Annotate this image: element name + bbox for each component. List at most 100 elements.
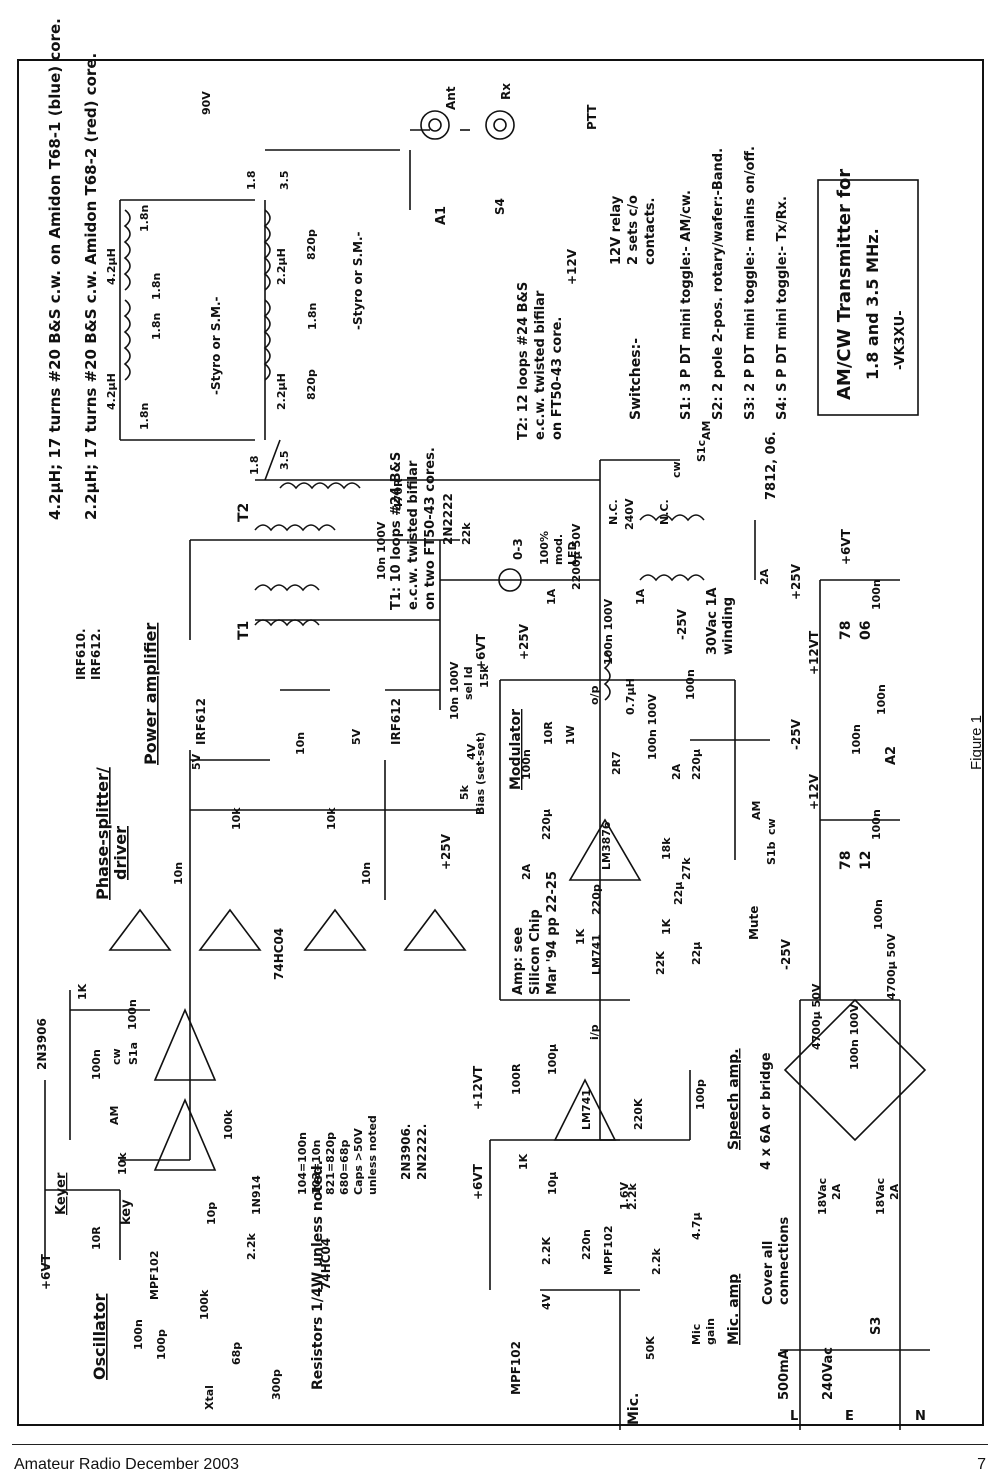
s1c-label: S1c: [695, 440, 708, 462]
q2-label: IRF612: [389, 698, 403, 745]
component-value: 18k: [660, 837, 673, 860]
rail-label: +12V: [565, 248, 579, 285]
component-value: 100k: [198, 1289, 211, 1320]
ptt-label: PTT: [585, 104, 599, 130]
switch-item: S1: 3 P DT mini toggle:- AM/cw.: [679, 190, 694, 420]
schematic-frame: [17, 59, 984, 1426]
t2-note: on FT50-43 core.: [550, 317, 565, 440]
component-value: 100n: [875, 684, 888, 715]
component-value: 22μ: [672, 882, 685, 905]
component-value: 2.2μH: [275, 248, 288, 285]
lm3876-label: LM3876: [600, 821, 613, 870]
component-value: 2.2k: [626, 1183, 639, 1210]
xtal-label: Xtal: [203, 1385, 216, 1410]
component-value: 2.2μH: [275, 373, 288, 410]
t1-note: T1: 10 loops #24 B&S: [389, 452, 404, 610]
cap-code: 821=820p: [324, 1132, 337, 1195]
section-labels: Oscillator Phase-splitter/ driver Power …: [90, 623, 742, 1380]
rail-label: +25V: [439, 833, 453, 870]
footer-rule: [12, 1444, 988, 1445]
relay-line: 12V relay: [609, 195, 624, 265]
component-value: 1.6V: [618, 1182, 631, 1210]
mic-gain-label: gain: [704, 1318, 717, 1345]
component-value: 4V: [465, 743, 478, 760]
component-value: 820p: [305, 369, 318, 400]
amp-note-line: Silicon Chip: [528, 909, 543, 995]
t2-label: T2: [236, 503, 252, 522]
phase-splitter-label: Phase-splitter/: [93, 767, 112, 900]
component-value: 4.2μH: [105, 373, 118, 410]
a2-label: A2: [884, 746, 899, 765]
component-value: 1K: [517, 1153, 530, 1170]
component-value: 10k: [116, 1152, 129, 1175]
rail-label: 90V: [200, 91, 213, 115]
rail-label: -25V: [675, 608, 689, 640]
title-box: AM/CW Transmitter for 1.8 and 3.5 MHz. -…: [834, 169, 908, 400]
relay-line: 2 sets c/o: [626, 195, 641, 265]
t1-label: T1: [236, 621, 252, 640]
amp-note-line: Amp: see: [511, 927, 526, 995]
component-value: 100μ: [546, 1044, 559, 1075]
coil-note-1: 4.2μH; 17 turns #20 B&S c.w. on Amidon T…: [46, 18, 64, 520]
amp-note: Amp: see Silicon Chip Mar '94 pp 22-25: [511, 871, 560, 995]
component-value: 100n: [132, 1319, 145, 1350]
secondary-note: 30Vac 1A: [705, 587, 720, 655]
secondary-18v: 2A: [888, 1183, 901, 1200]
styro-label-2: -Styro or S.M.-: [351, 231, 365, 330]
component-value: 470R: [392, 478, 405, 510]
lm741-a: LM741: [580, 1089, 593, 1130]
component-value: o/p: [588, 685, 601, 705]
styro-label: -Styro or S.M.-: [209, 296, 223, 395]
component-value: 10n: [294, 732, 307, 755]
component-value: 68p: [230, 1342, 243, 1365]
s1b-label: AM: [750, 801, 763, 820]
component-value: 10k: [325, 807, 338, 830]
component-value: 100n: [850, 724, 863, 755]
wiring: [44, 110, 930, 1430]
component-value: 1.8n: [138, 403, 151, 430]
s1a-label: S1a: [127, 1042, 140, 1065]
component-value: 100n 100V: [646, 693, 659, 760]
component-value: 22K: [654, 951, 667, 975]
s1c-label: AM: [700, 421, 713, 440]
component-value: 300p: [270, 1369, 283, 1400]
component-value: 22μ: [690, 942, 703, 965]
secondary-18v: 2A: [830, 1183, 843, 1200]
s1a-label: AM: [108, 1106, 121, 1125]
xfmr-240-label: N.C.: [607, 499, 620, 525]
coil-note-2: 2.2μH; 17 turns #20 B&S c.w. Amidon T68-…: [82, 53, 100, 520]
power-amp-label: Power amplifier: [141, 623, 160, 765]
component-value: 4.2μH: [105, 248, 118, 285]
page-footer: Amateur Radio December 2003 7: [0, 1440, 1000, 1480]
component-value: 1.8: [248, 456, 261, 476]
rail-label: -25V: [789, 718, 803, 750]
rail-label: +25V: [517, 623, 531, 660]
transformer-notes: T1: 10 loops #24 B&S e.c.w. twisted bifi…: [389, 282, 565, 610]
relay-line: contacts.: [643, 198, 658, 265]
s1c-label: cw: [670, 461, 683, 478]
rail-labels: +6VT +6VT +12VT +12V +12V +12VT +25V +25…: [39, 91, 853, 1290]
component-value: i/p: [588, 1024, 601, 1040]
component-value: 1.8: [245, 171, 258, 191]
component-value: 1.8n: [306, 303, 319, 330]
mic-amp-label: Mic. amp: [726, 1274, 742, 1345]
component-value: 1K: [574, 928, 587, 945]
oscillator-values: 10R 100n 100k 100p 68p 300p 2.2k 10p 100…: [76, 983, 283, 1400]
t2-note: e.c.w. twisted bifilar: [533, 290, 548, 440]
component-value: 10n 100V: [448, 661, 461, 720]
transistor-type: 2N3906.: [399, 1124, 413, 1180]
component-value: 10k: [230, 807, 243, 830]
t2-note: T2: 12 loops #24 B&S: [516, 282, 531, 440]
mic-gain-label: Mic: [690, 1324, 703, 1345]
fuse-label: 500mA: [777, 1349, 792, 1400]
rail-label: +25V: [789, 563, 803, 600]
mains-e: E: [845, 1409, 854, 1424]
s1b-label: cw: [765, 818, 778, 835]
regulator-types: 7812, 06.: [764, 431, 779, 500]
rail-label: +6VT: [474, 633, 488, 670]
switch-item: S4: S P DT mini toggle:- Tx/Rx.: [775, 196, 790, 420]
component-value: 4.7μ: [690, 1212, 703, 1240]
component-value: 100n: [90, 1049, 103, 1080]
receiver-label: Rx: [499, 83, 513, 100]
